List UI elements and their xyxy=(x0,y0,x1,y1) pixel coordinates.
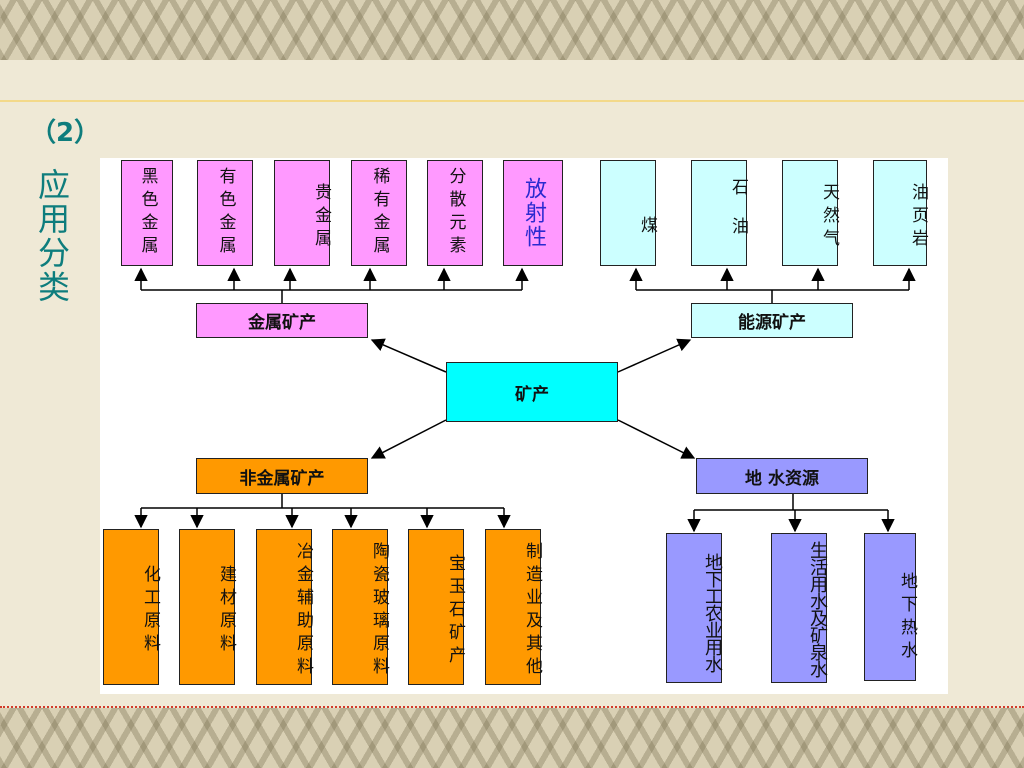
water-item-geothermal: 地下热水 xyxy=(864,533,917,681)
edge-root-metal xyxy=(370,338,447,373)
nonmetal-item-chemical: 化工原料 xyxy=(103,529,160,685)
category-energy: 能源矿产 xyxy=(691,303,853,338)
nonmetal-item-manufacturing: 制造业及其他 xyxy=(485,529,542,685)
decorative-bottom-band xyxy=(0,708,1024,768)
water-item-domestic-mineral: 生活用水及矿泉水 xyxy=(771,533,828,683)
category-groundwater: 地 水资源 xyxy=(696,458,868,494)
metal-item-ferrous: 黑色金属 xyxy=(121,160,173,266)
side-title: 应用分类 xyxy=(37,166,70,306)
nonmetal-item-ceramic-glass: 陶瓷玻璃原料 xyxy=(332,529,389,685)
energy-item-oil-shale: 油页岩 xyxy=(873,160,928,266)
metal-item-rare: 稀有金属 xyxy=(351,160,407,266)
decorative-top-band xyxy=(0,0,1024,60)
bottom-divider xyxy=(0,706,1024,708)
edge-root-nonmetal xyxy=(370,419,447,459)
metal-item-dispersed: 分散元素 xyxy=(427,160,483,266)
top-divider xyxy=(0,100,1024,102)
metal-item-precious: 贵金属 xyxy=(274,160,331,266)
nonmetal-item-gemstone: 宝玉石矿产 xyxy=(408,529,465,685)
energy-item-oil: 石油 xyxy=(691,160,748,266)
water-item-industrial-agricultural: 地下工农业用水 xyxy=(666,533,723,683)
edge-root-water xyxy=(617,419,696,459)
category-metal: 金属矿产 xyxy=(196,303,368,338)
metal-item-nonferrous: 有色金属 xyxy=(197,160,253,266)
category-nonmetal: 非金属矿产 xyxy=(196,458,368,494)
section-number: （2） xyxy=(30,118,101,148)
nonmetal-item-building: 建材原料 xyxy=(179,529,236,685)
edge-root-energy xyxy=(617,338,692,373)
energy-item-natural-gas: 天然气 xyxy=(782,160,839,266)
root-node: 矿产 xyxy=(446,362,618,422)
energy-item-coal: 煤 xyxy=(600,160,657,266)
nonmetal-item-metallurgical: 冶金辅助原料 xyxy=(256,529,313,685)
metal-item-radioactive: 放射性 xyxy=(503,160,563,266)
